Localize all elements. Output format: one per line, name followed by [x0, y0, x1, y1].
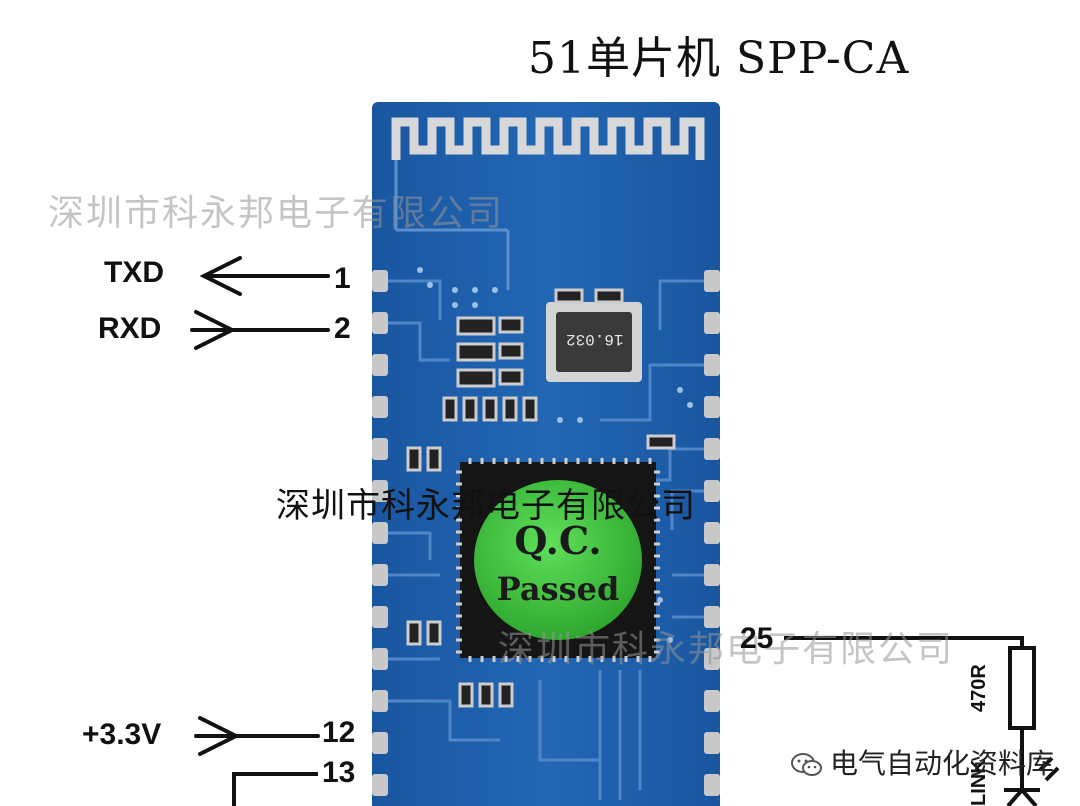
pcb-left-pads	[372, 270, 388, 796]
watermark-bottom: 深圳市科永邦电子有限公司	[498, 629, 955, 670]
pin-number-1: 1	[334, 262, 351, 295]
pin-number-12: 12	[322, 716, 356, 749]
pin-label-vcc: +3.3V	[82, 718, 162, 751]
wechat-source-text: 电气自动化资料库	[830, 747, 1055, 780]
led-symbol	[1004, 756, 1060, 806]
pcb-antenna	[391, 117, 705, 160]
resistor-label: 470R	[968, 664, 990, 712]
crystal-oscillator	[546, 302, 642, 382]
pin-number-13: 13	[322, 756, 356, 789]
pcb-right-pads	[704, 270, 720, 796]
qc-sticker-line1: Q.C.	[514, 518, 602, 563]
pin-number-2: 2	[334, 312, 351, 345]
txd-connection	[199, 256, 330, 296]
pin-label-txd: TXD	[104, 256, 164, 289]
pin-label-rxd: RXD	[98, 312, 162, 345]
pcb-vias	[417, 267, 693, 643]
diagram-title: 51单片机 SPP-CA	[528, 33, 910, 84]
qc-sticker	[474, 480, 642, 640]
resistor-470r	[1008, 646, 1036, 730]
pin-number-25: 25	[740, 622, 774, 655]
watermark-top: 深圳市科永邦电子有限公司	[48, 193, 505, 234]
pcb-traces	[388, 279, 704, 800]
vcc-connection	[194, 716, 320, 756]
wechat-source: 电气自动化资料库	[790, 742, 1054, 782]
pin13-connection	[232, 772, 318, 806]
qc-sticker-line2: Passed	[496, 570, 620, 608]
rxd-connection	[190, 310, 330, 350]
wechat-icon	[790, 752, 824, 778]
company-name: 深圳市科永邦电子有限公司	[276, 486, 696, 526]
smd-components	[406, 288, 676, 708]
crystal-marking: 16.032	[566, 330, 624, 348]
pin25-connection	[784, 636, 1036, 790]
